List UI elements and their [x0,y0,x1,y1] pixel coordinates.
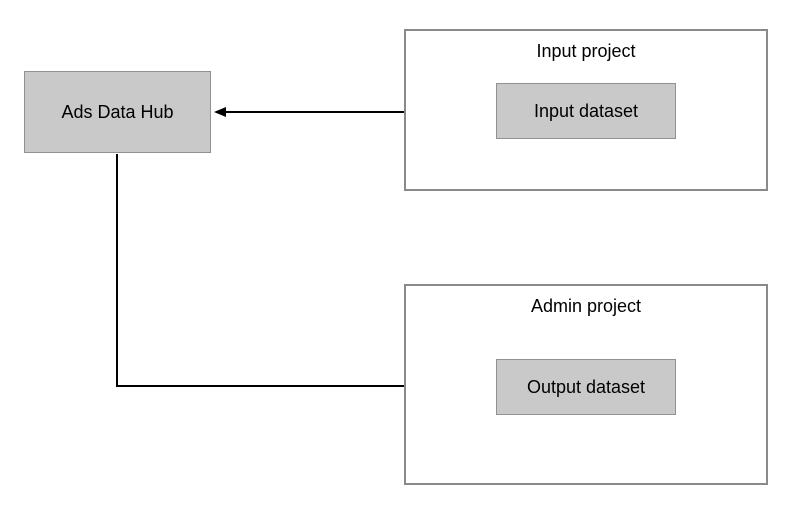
container-input-project: Input project Input dataset [404,29,768,191]
node-ads-data-hub: Ads Data Hub [24,71,211,153]
container-admin-project: Admin project Output dataset [404,284,768,485]
node-output-dataset-label: Output dataset [526,376,646,397]
node-ads-data-hub-label: Ads Data Hub [61,101,174,122]
node-input-dataset-label: Input dataset [533,100,639,121]
node-input-dataset: Input dataset [496,83,676,139]
container-admin-project-title: Admin project [530,296,642,316]
node-output-dataset: Output dataset [496,359,676,415]
container-input-project-title: Input project [536,41,636,61]
